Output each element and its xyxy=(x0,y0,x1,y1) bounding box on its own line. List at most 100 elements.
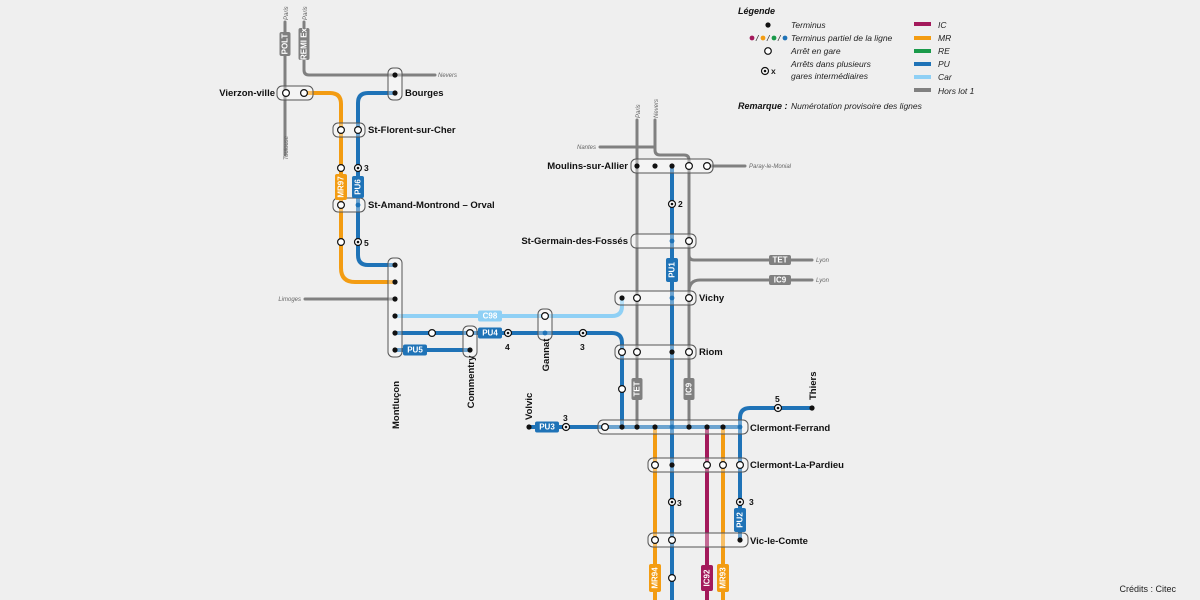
dest-paris-remi: Paris xyxy=(303,6,309,20)
stop-pardieu-4 xyxy=(718,461,727,470)
label-moulins: Moulins-sur-Allier xyxy=(547,161,628,172)
stop-commentry-b xyxy=(467,347,473,353)
badge-ic92: IC92 xyxy=(701,565,713,591)
dest-nantes: Nantes xyxy=(577,145,596,151)
stop-montlucon-2 xyxy=(392,279,398,285)
stop-pu4-a xyxy=(428,329,437,338)
stop-commentry-a xyxy=(466,329,475,338)
label-montlucon: Montluçon xyxy=(391,381,402,429)
stop-clermont-5 xyxy=(669,424,675,430)
stop-counts: 3 5 2 4 3 3 5 3 3 xyxy=(364,163,780,508)
stop-clermont-7 xyxy=(704,424,710,430)
legend-gare-icon xyxy=(764,47,772,55)
destination-labels: Paris Paris Toulouse Nevers Limoges Nant… xyxy=(278,6,829,303)
badge-ic9: IC9 xyxy=(769,275,791,285)
stop-gannat-a xyxy=(540,312,549,321)
line-nevers-moulins xyxy=(653,118,691,429)
stop-pu1-multi xyxy=(670,202,674,206)
svg-text:REMI Ex: REMI Ex xyxy=(300,27,309,60)
dest-paris-moulins: Paris xyxy=(636,104,642,118)
credits: Crédits : Citec xyxy=(1119,584,1176,594)
line-c98 xyxy=(395,298,624,318)
legend-remark-text: Numérotation provisoire des lignes xyxy=(791,101,923,111)
count-pu2: 3 xyxy=(749,497,754,507)
label-commentry: Commentry xyxy=(466,355,477,409)
stop-montlucon-6 xyxy=(392,347,398,353)
count-vic: 3 xyxy=(677,498,682,508)
stop-riom-2 xyxy=(632,348,641,357)
stop-riom-1 xyxy=(617,348,626,357)
stop-pu2-multi xyxy=(738,500,742,504)
frame-vichy xyxy=(614,290,697,306)
stop-st-florent-mr xyxy=(337,125,346,134)
line-lyon-ic9 xyxy=(687,278,814,294)
frame-montlucon xyxy=(387,257,403,358)
stop-montlucon-5 xyxy=(392,330,398,336)
stop-pardieu-5 xyxy=(735,461,744,470)
legend-re: RE xyxy=(938,46,950,56)
label-vierzon: Vierzon-ville xyxy=(219,88,275,99)
badge-polt: POLT xyxy=(279,32,291,56)
stop-moulins-4 xyxy=(684,162,693,171)
stop-clermont-6 xyxy=(686,424,692,430)
line-pu4 xyxy=(395,331,624,427)
stop-pu1-vic-multi xyxy=(670,500,674,504)
svg-text:TET: TET xyxy=(633,381,642,396)
svg-text:PU5: PU5 xyxy=(407,346,423,355)
badge-c98: C98 xyxy=(478,310,502,322)
frame-la-pardieu xyxy=(647,457,749,473)
svg-text:PU6: PU6 xyxy=(354,179,363,195)
legend-title: Légende xyxy=(738,6,775,16)
stop-st-amand-pu xyxy=(355,202,361,208)
stop-volvic xyxy=(526,424,532,430)
badge-pu1: PU1 xyxy=(666,258,678,282)
legend-terminus-partiel: Terminus partiel de la ligne xyxy=(791,33,893,43)
stop-pu6-a xyxy=(356,166,360,170)
badge-ic9-v: IC9 xyxy=(683,378,695,400)
badge-pu4: PU4 xyxy=(478,327,502,339)
label-st-amand: St-Amand-Montrond – Orval xyxy=(368,200,495,211)
stop-vierzon-a xyxy=(282,88,291,97)
dest-paray: Paray-le-Monial xyxy=(749,164,792,170)
dest-nevers: Nevers xyxy=(438,73,457,79)
legend-arrets-multi-1: Arrêts dans plusieurs xyxy=(790,59,872,69)
dest-nevers-moulins: Nevers xyxy=(654,99,660,118)
stop-montlucon-1 xyxy=(392,262,398,268)
label-riom: Riom xyxy=(699,347,723,358)
legend-remark-label: Remarque : xyxy=(738,101,788,111)
svg-text:/: / xyxy=(755,33,760,43)
stop-vic-1 xyxy=(650,535,659,544)
badge-mr94: MR94 xyxy=(649,564,661,592)
svg-text:POLT: POLT xyxy=(281,34,290,55)
frame-bourges-top xyxy=(387,67,403,101)
stop-vierzon-b xyxy=(300,88,309,97)
stop-st-florent-pu xyxy=(354,125,363,134)
stop-st-germain-pu xyxy=(669,238,675,244)
svg-text:MR94: MR94 xyxy=(651,567,660,589)
svg-text:IC92: IC92 xyxy=(703,569,712,586)
stop-pardieu-1 xyxy=(650,461,659,470)
dest-limoges: Limoges xyxy=(278,297,301,303)
svg-text:PU1: PU1 xyxy=(668,262,677,278)
legend-x: x xyxy=(771,66,776,76)
line-remi xyxy=(302,20,437,77)
stop-thiers xyxy=(809,405,815,411)
legend-horslot: Hors lot 1 xyxy=(938,86,975,96)
stop-clermont-9 xyxy=(737,424,743,430)
svg-text:PU4: PU4 xyxy=(482,329,498,338)
stop-pardieu-3 xyxy=(702,461,711,470)
legend-ic: IC xyxy=(938,20,947,30)
legend-arrets-multi-2: gares intermédiaires xyxy=(791,71,869,81)
stop-pu6-b xyxy=(356,240,360,244)
svg-text:MR97: MR97 xyxy=(337,176,346,198)
frame-vic xyxy=(647,532,749,548)
count-pu4-a: 4 xyxy=(505,342,510,352)
svg-text:PU2: PU2 xyxy=(736,512,745,528)
legend-partial-icons: / / / xyxy=(749,33,788,43)
svg-text:MR93: MR93 xyxy=(719,567,728,589)
badge-remi: REMI Ex xyxy=(298,27,310,60)
stops xyxy=(282,72,815,582)
label-vichy: Vichy xyxy=(699,293,725,304)
line-pu2 xyxy=(738,406,812,540)
